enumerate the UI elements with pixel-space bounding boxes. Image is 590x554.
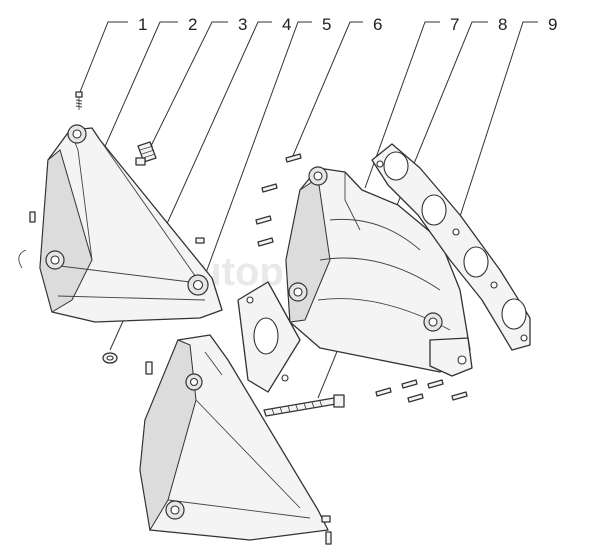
exhaust-manifold-part-7 [285,166,473,377]
callout-1: 1 [138,15,147,34]
leader-2 [87,21,178,186]
callout-3: 3 [238,15,247,34]
callout-numbers: 1 2 3 4 5 6 7 8 9 [138,15,557,34]
leader-9 [454,21,538,233]
lower-heat-shield [139,334,332,545]
callout-2: 2 [188,15,197,34]
callout-4: 4 [282,15,291,34]
nut-part-4 [102,352,118,364]
leader-1 [79,21,128,93]
leader-5 [195,21,312,301]
callout-5: 5 [322,15,331,34]
nuts-row [375,379,468,403]
stud-part-3 [135,141,157,166]
leader-lines [79,21,538,399]
manifold-gasket-part-9 [371,143,531,351]
leader-3 [149,21,228,149]
callout-6: 6 [373,15,382,34]
bolts-part-6 [255,153,302,247]
callout-9: 9 [548,15,557,34]
bolt-part-1 [75,91,83,110]
leader-6 [291,21,363,159]
callout-7: 7 [450,15,459,34]
flange-gasket-part-5 [237,281,301,393]
shield-clip [18,211,205,269]
long-bolt-part-8 [263,394,345,417]
callout-8: 8 [498,15,507,34]
upper-heat-shield [39,124,223,323]
leader-7 [364,21,440,189]
